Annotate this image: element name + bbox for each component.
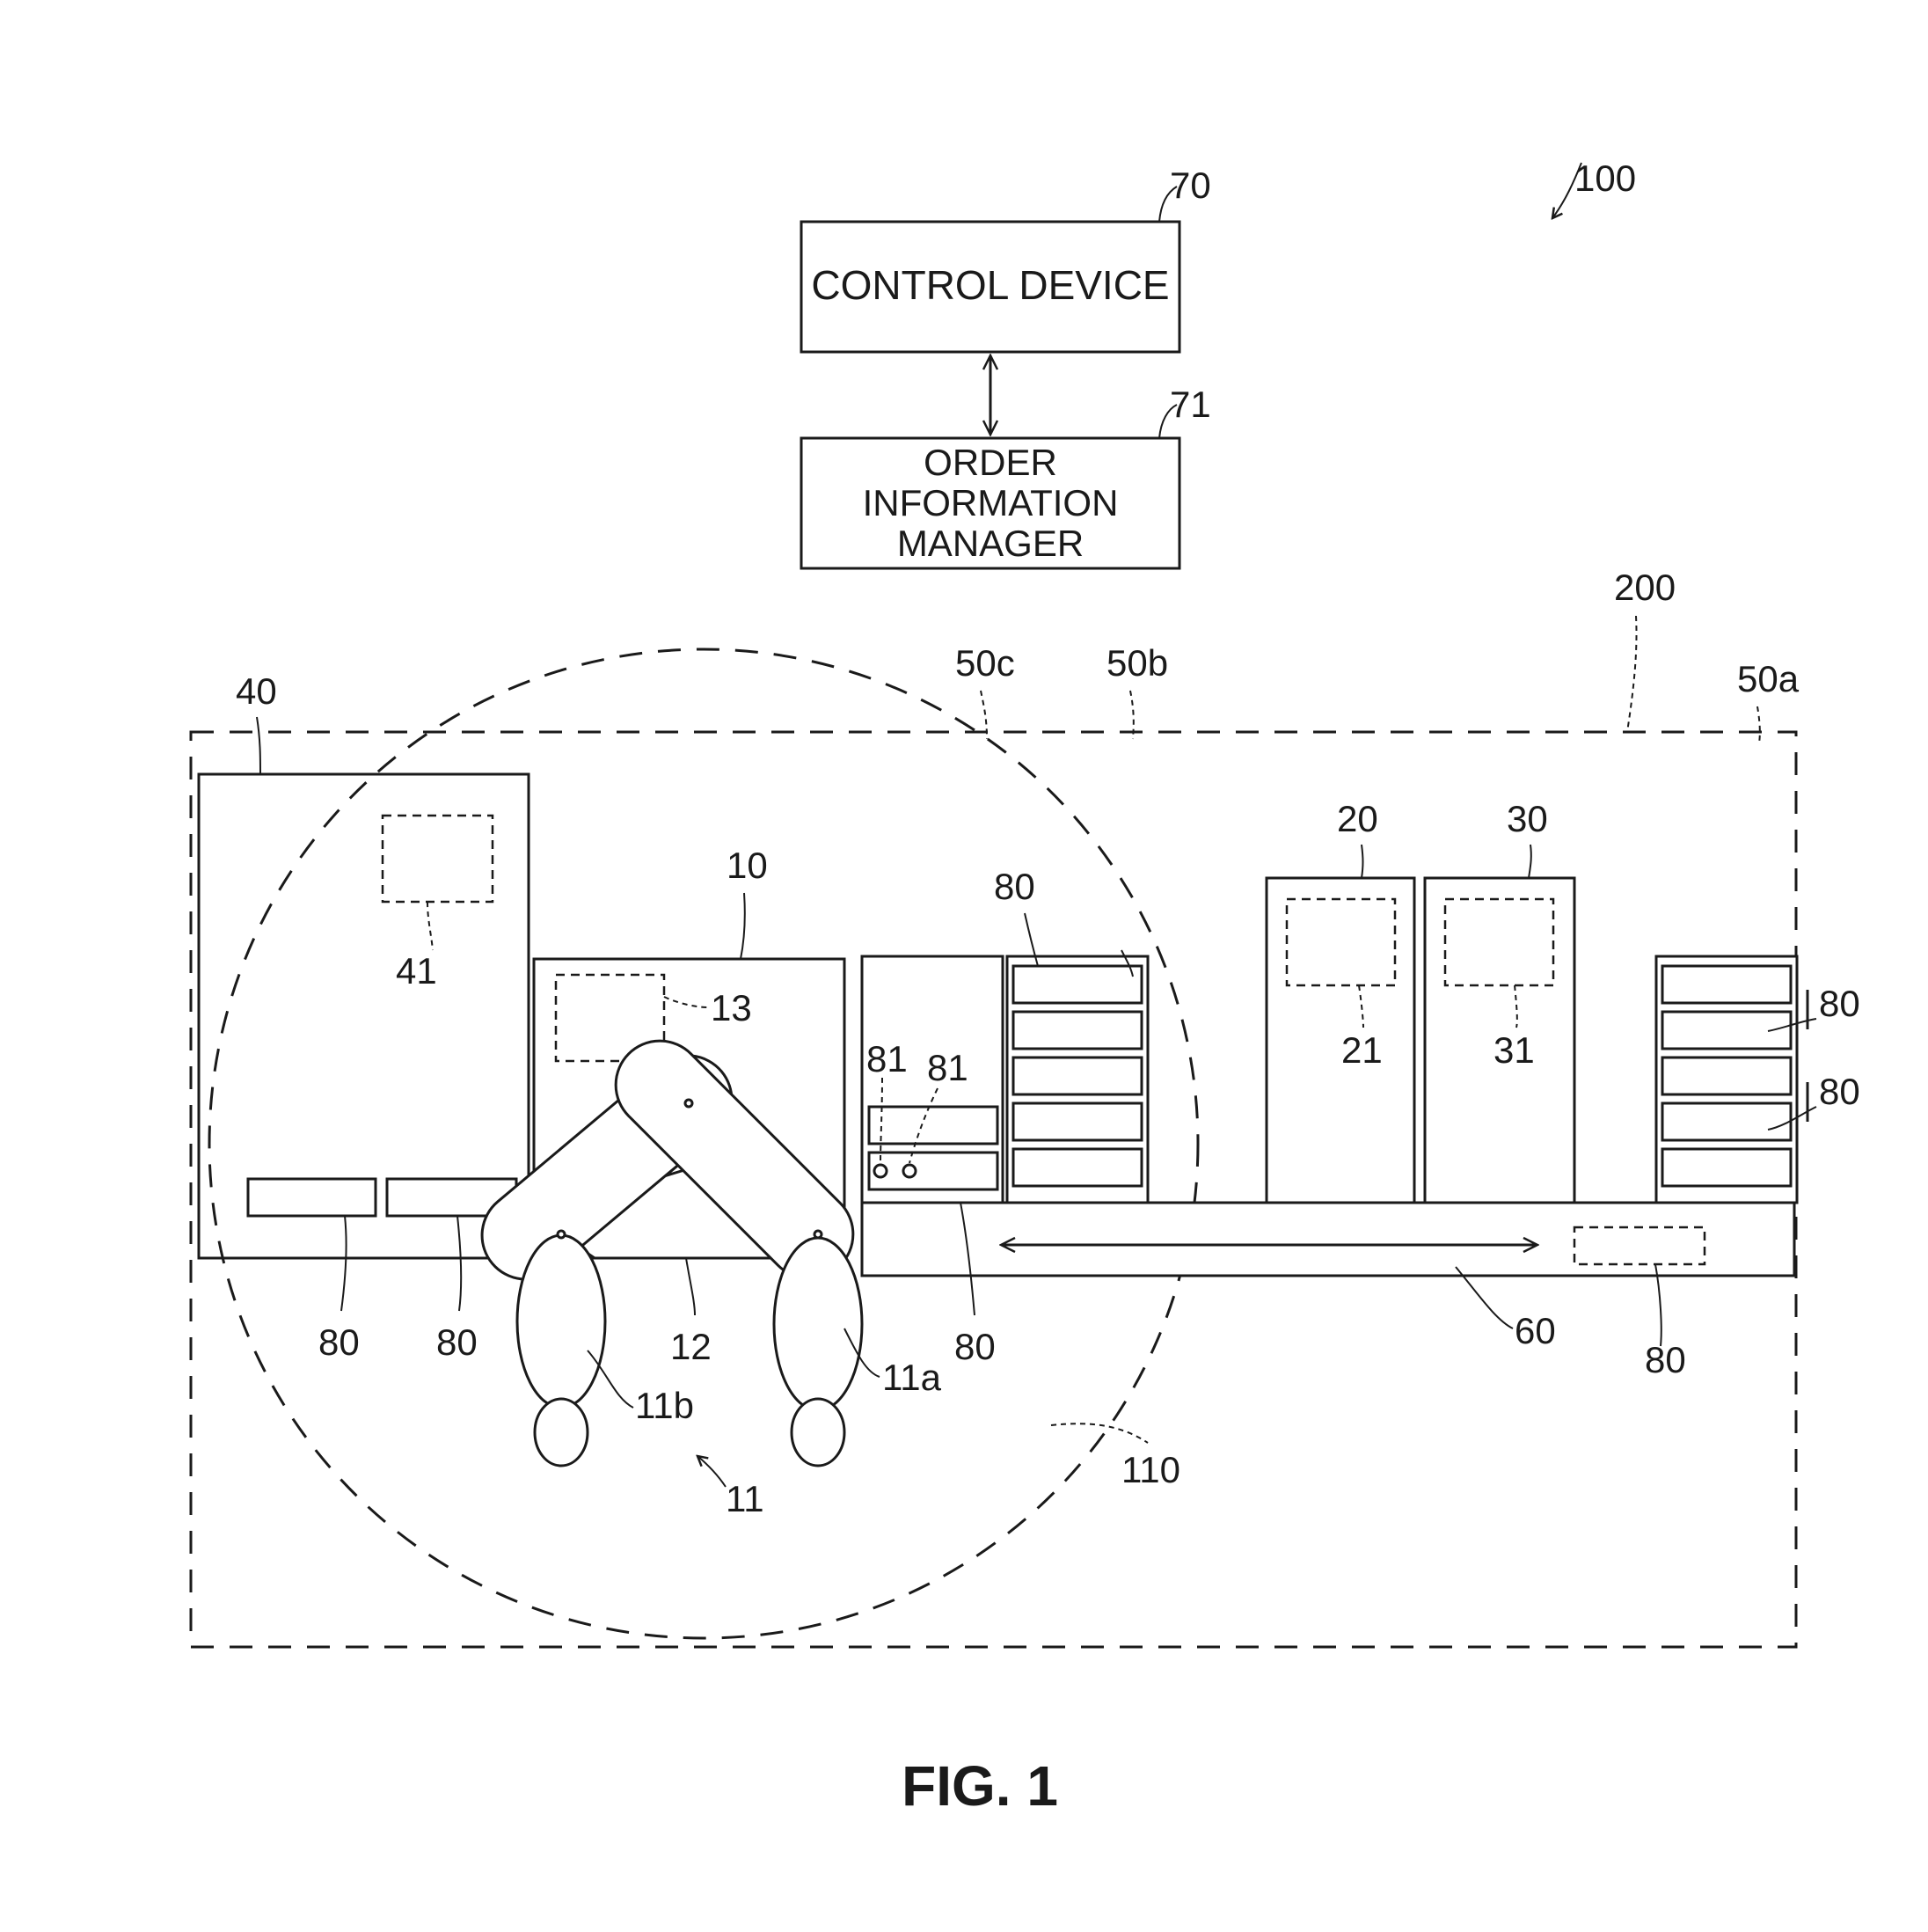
robot-arm-a-ref: 11a [882,1357,942,1398]
rack-right-container-5 [1662,1149,1791,1186]
zone-c-ref: 50c [955,642,1015,684]
robot-cell-inner-ref: 13 [711,987,752,1028]
robot-joint-top [685,1100,692,1107]
zone-b-ref: 50b [1106,642,1168,684]
control-device: CONTROL DEVICE 70 [801,165,1211,352]
conveyor-container-ref: 80 [1645,1339,1686,1380]
indicator-slot-lower [869,1153,997,1189]
device-30: 31 30 [1425,798,1574,1203]
order-manager-ref: 71 [1170,384,1211,425]
rack-left: 80 [994,866,1148,1203]
storage-unit: 41 40 80 80 [199,670,529,1363]
rack-right-container-4 [1662,1103,1791,1140]
order-information-manager: ORDER INFORMATION MANAGER 71 [801,384,1211,568]
order-manager-line-1: ORDER [924,442,1057,483]
figure-caption: FIG. 1 [902,1754,1058,1818]
indicator-station: 81 81 [862,956,1003,1203]
device-20-inner-ref: 21 [1341,1029,1383,1071]
robot-cell-ref: 10 [727,845,768,886]
order-manager-line-2: INFORMATION [863,482,1119,523]
rack-right-ref-1: 80 [1819,983,1860,1024]
rack-left-container-1 [1013,966,1142,1003]
control-device-label: CONTROL DEVICE [811,262,1169,308]
control-device-ref: 70 [1170,165,1211,206]
robot-arm-11b [517,1235,605,1408]
storage-unit-ref: 40 [236,670,277,712]
rack-left-container-2 [1013,1012,1142,1049]
indicator-slot-upper [869,1107,997,1144]
rack-left-container-3 [1013,1057,1142,1094]
robot-base-ref: 12 [670,1326,712,1367]
conveyor-ref: 60 [1515,1310,1556,1351]
container-40-a [248,1179,376,1216]
robot-joint-b [558,1231,565,1238]
order-manager-line-3: MANAGER [897,523,1084,564]
device-30-inner-ref: 31 [1493,1029,1535,1071]
reach-area-ref: 110 [1121,1449,1180,1490]
station-container-ref: 80 [954,1326,996,1367]
robot-arm-11a [774,1238,862,1410]
rack-right: 80 80 [1656,956,1860,1203]
container-40-a-ref: 80 [318,1321,360,1363]
device-20-box [1267,878,1414,1203]
system-ref: 100 [1574,157,1636,199]
rack-left-container-4 [1013,1103,1142,1140]
indicator-ref-2: 81 [927,1047,968,1088]
indicator-ref-1: 81 [866,1038,908,1079]
rack-right-container-1 [1662,966,1791,1003]
robot-ref: 11 [726,1478,764,1519]
robot-joint-a [814,1231,822,1238]
system-label: 100 [1552,157,1636,218]
rack-right-container-3 [1662,1057,1791,1094]
area-ref: 200 [1614,567,1676,608]
robot-arm-b-ref: 11b [635,1385,694,1426]
rack-left-container-5 [1013,1149,1142,1186]
robot-hand-11b [535,1399,588,1466]
storage-unit-inner-ref: 41 [396,950,437,992]
device-20-ref: 20 [1337,798,1378,839]
zone-a-ref: 50a [1737,658,1800,699]
device-20: 21 20 [1267,798,1414,1203]
indicator-lamp-1 [874,1165,887,1177]
robot-hand-11a [792,1399,844,1466]
conveyor: 60 80 80 [862,1203,1794,1380]
indicator-lamp-2 [903,1165,916,1177]
rack-left-ref: 80 [994,866,1035,907]
rack-right-ref-2: 80 [1819,1071,1860,1112]
device-30-ref: 30 [1507,798,1548,839]
container-40-b-ref: 80 [436,1321,478,1363]
